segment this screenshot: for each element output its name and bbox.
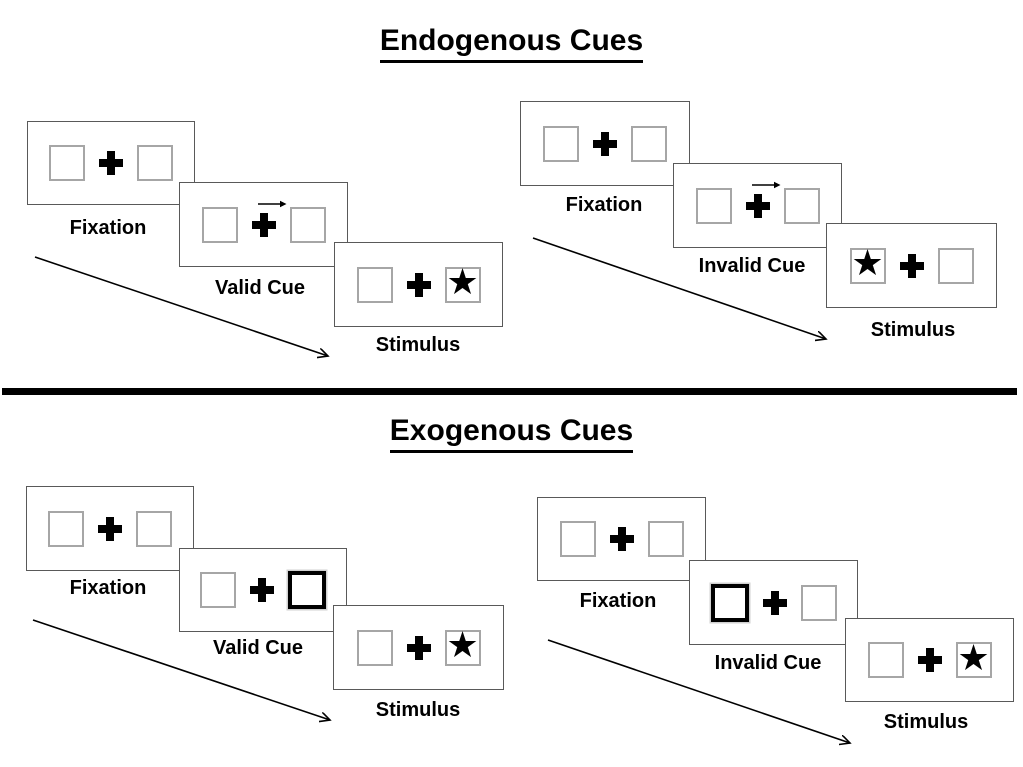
- panel-endogenous-invalid-fixation: [520, 101, 690, 186]
- right-placeholder-box: [800, 584, 837, 621]
- right-placeholder-box: [937, 247, 974, 284]
- panel-label: Invalid Cue: [698, 255, 806, 277]
- fixation-cross-icon: [899, 253, 924, 278]
- fixation-cross-icon: [762, 590, 787, 615]
- panel-label: Fixation: [565, 194, 643, 216]
- left-placeholder-box: [543, 125, 579, 162]
- panel-label: Stimulus: [870, 319, 956, 341]
- right-placeholder-box: [289, 206, 326, 243]
- panel-label: Fixation: [69, 577, 147, 599]
- right-target-box: ★: [444, 625, 481, 666]
- right-highlighted-cue-box: [288, 571, 326, 609]
- right-placeholder-box: [137, 145, 173, 181]
- right-target-box: ★: [444, 262, 481, 303]
- star-icon: ★: [446, 262, 479, 303]
- left-placeholder-box: [200, 572, 236, 608]
- left-highlighted-cue-box: [710, 583, 749, 622]
- panel-exogenous-valid-fixation: [26, 486, 194, 571]
- timeline-arrow-endogenous-invalid: [532, 237, 826, 339]
- panel-label: Stimulus: [375, 699, 461, 721]
- fixation-cross-icon: [406, 635, 431, 660]
- left-placeholder-box: [49, 145, 85, 181]
- timeline-arrow-endogenous-valid: [34, 256, 328, 356]
- fixation-cross-icon: [98, 516, 122, 541]
- right-placeholder-box: [136, 510, 172, 547]
- fixation-cross-icon: [917, 648, 942, 672]
- fixation-cross-icon: [251, 200, 286, 237]
- panel-exogenous-invalid-fixation: [537, 497, 706, 581]
- panel-label: Invalid Cue: [714, 652, 822, 674]
- section-divider: [2, 388, 1017, 395]
- right-target-box: ★: [955, 637, 992, 679]
- section-title-endogenous: Endogenous Cues: [0, 24, 1023, 63]
- star-icon: ★: [851, 243, 884, 284]
- right-placeholder-box: [631, 125, 667, 162]
- panel-endogenous-valid-cue: [179, 182, 348, 267]
- panel-label: Fixation: [69, 217, 147, 239]
- panel-endogenous-valid-stimulus: ★: [334, 242, 503, 327]
- cue-arrow-right-icon: [751, 181, 780, 188]
- fixation-cross-icon: [250, 578, 274, 602]
- timeline-arrow-exogenous-invalid: [547, 639, 850, 743]
- section-title-exogenous-text: Exogenous Cues: [389, 414, 634, 453]
- star-icon: ★: [957, 637, 990, 679]
- left-placeholder-box: [201, 206, 238, 243]
- panel-label: Stimulus: [375, 334, 461, 356]
- right-placeholder-box: [647, 521, 684, 557]
- panel-endogenous-invalid-cue: [673, 163, 842, 248]
- left-placeholder-box: [48, 510, 84, 547]
- left-placeholder-box: [356, 629, 393, 666]
- left-placeholder-box: [695, 187, 732, 224]
- left-target-box: ★: [849, 243, 886, 284]
- fixation-cross-icon: [593, 131, 617, 156]
- timeline-arrow-exogenous-valid: [32, 619, 330, 720]
- left-placeholder-box: [559, 521, 596, 557]
- section-title-exogenous: Exogenous Cues: [0, 414, 1023, 453]
- star-icon: ★: [446, 625, 479, 666]
- panel-label: Stimulus: [883, 711, 969, 733]
- panel-label: Valid Cue: [214, 277, 306, 299]
- left-placeholder-box: [356, 266, 393, 303]
- panel-endogenous-invalid-stimulus: ★: [826, 223, 997, 308]
- panel-exogenous-valid-cue: [179, 548, 347, 632]
- left-placeholder-box: [867, 642, 904, 678]
- panel-exogenous-valid-stimulus: ★: [333, 605, 504, 690]
- section-title-endogenous-text: Endogenous Cues: [379, 24, 644, 63]
- panel-endogenous-valid-fixation: [27, 121, 195, 205]
- fixation-cross-icon: [609, 527, 634, 551]
- cue-arrow-right-icon: [257, 200, 286, 207]
- fixation-cross-icon: [406, 272, 431, 297]
- panel-exogenous-invalid-stimulus: ★: [845, 618, 1014, 702]
- fixation-cross-icon: [745, 181, 780, 218]
- fixation-cross-icon: [99, 151, 123, 175]
- right-placeholder-box: [783, 187, 820, 224]
- panel-exogenous-invalid-cue: [689, 560, 858, 645]
- panel-label: Fixation: [579, 590, 657, 612]
- panel-label: Valid Cue: [212, 637, 304, 659]
